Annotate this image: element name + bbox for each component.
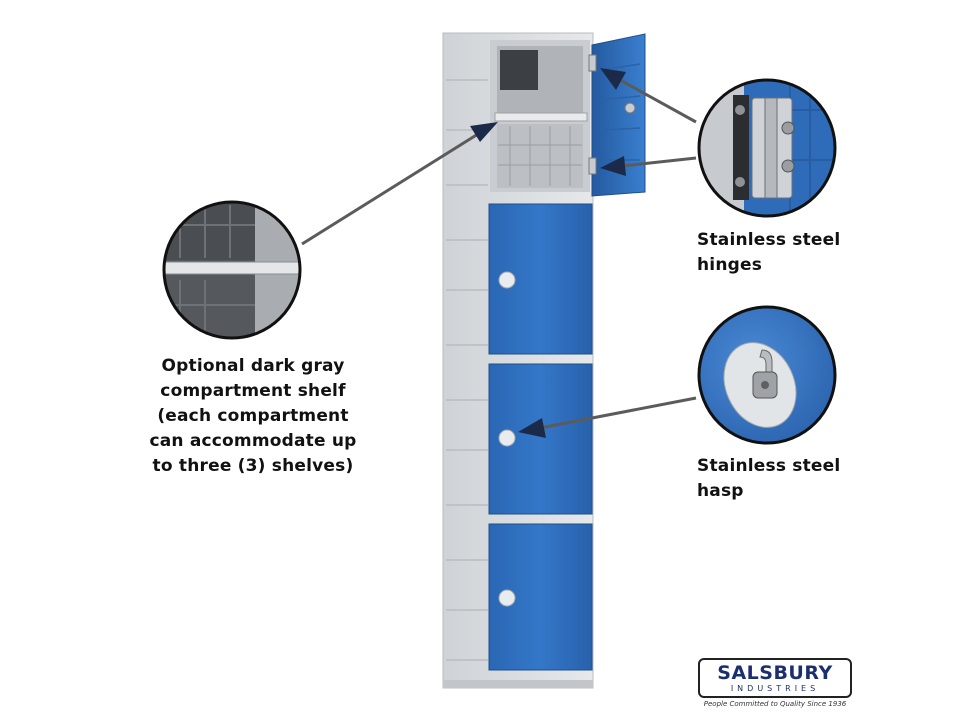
salsbury-logo: SALSBURY INDUSTRIES — [698, 658, 852, 698]
hasp-caption-line-1: Stainless steel — [697, 456, 841, 476]
hinge-detail-lens — [697, 78, 837, 218]
hinges-caption-line-2: hinges — [697, 255, 763, 275]
hinges-caption: Stainless steel hinges — [697, 228, 840, 278]
shelf-caption-line-4: can accommodate up — [149, 431, 357, 451]
hasp-caption-line-2: hasp — [697, 481, 744, 501]
shelf-caption-line-5: to three (3) shelves) — [152, 456, 354, 476]
shelf-caption-line-1: Optional dark gray — [161, 356, 345, 376]
hinges-caption-line-1: Stainless steel — [697, 230, 841, 250]
hasp-caption: Stainless steel hasp — [697, 454, 840, 504]
logo-subtitle: INDUSTRIES — [730, 684, 820, 693]
shelf-caption-line-3: (each compartment — [157, 406, 349, 426]
hasp-detail-lens — [697, 305, 837, 445]
locker-body — [442, 32, 646, 689]
logo-tagline: People Committed to Quality Since 1936 — [703, 700, 847, 708]
shelf-caption-line-2: compartment shelf — [160, 381, 346, 401]
callout-pointers — [301, 68, 697, 438]
shelf-detail-lens — [162, 200, 302, 340]
logo-name: SALSBURY — [717, 662, 833, 684]
shelf-caption: Optional dark gray compartment shelf (ea… — [138, 354, 368, 479]
